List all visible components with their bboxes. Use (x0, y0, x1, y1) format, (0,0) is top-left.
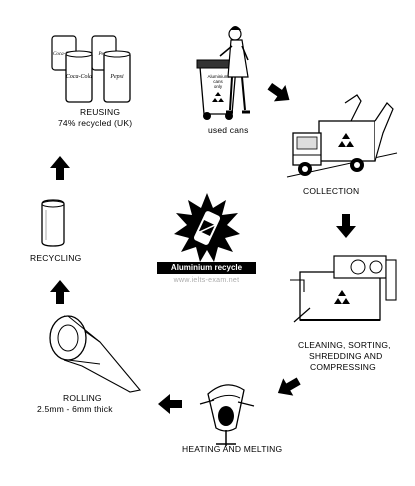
collection-truck-illustration (286, 94, 398, 178)
watermark: www.ielts-exam.net (173, 277, 240, 284)
arrow-to-cleaning-icon (336, 214, 356, 238)
diagram-title: Aluminium recycle (157, 262, 256, 274)
heating-crucible-illustration (199, 384, 255, 446)
label-rolling-detail: 2.5mm - 6mm thick (37, 404, 113, 414)
bin-text-line-1: Aluminium (207, 74, 228, 79)
label-heating: HEATING AND MELTING (182, 444, 283, 454)
label-reusing: REUSING (80, 107, 121, 117)
recycled-can-illustration (41, 199, 65, 247)
can-brand-text: Coca-Cola (53, 52, 75, 57)
aluminium-roll-illustration (49, 315, 142, 393)
can-brand-text: Coca-Cola (66, 74, 92, 80)
bin-text-line-3: only (214, 84, 223, 89)
label-reusing-detail: 74% recycled (UK) (58, 118, 133, 128)
label-cleaning-line-2: SHREDDING AND (309, 351, 383, 361)
can-bottom-left: Coca-Cola (65, 50, 93, 103)
label-recycling: RECYCLING (30, 253, 82, 263)
bin-text-line-2: cans (213, 79, 223, 84)
arrow-to-rolling-icon (158, 394, 182, 414)
can-icon (193, 211, 221, 245)
cleaning-machine-illustration (290, 255, 397, 323)
label-rolling: ROLLING (63, 393, 102, 403)
arrow-to-recycling-icon (50, 280, 70, 304)
label-cleaning-line-3: COMPRESSING (310, 362, 376, 372)
label-used-cans: used cans (208, 125, 249, 135)
starburst-icon (174, 193, 240, 262)
new-cans-illustration: Coca-Cola Pepsi Coca-Cola Pepsi (51, 35, 131, 103)
label-collection: COLLECTION (303, 186, 360, 196)
arrow-to-reusing-icon (50, 156, 70, 180)
person-with-bin-illustration: Aluminium cans only (196, 26, 250, 120)
can-bottom-right: Pepsi (103, 50, 131, 103)
can-brand-text: Pepsi (109, 74, 124, 80)
label-cleaning-line-1: CLEANING, SORTING, (298, 340, 391, 350)
arrow-to-heating-icon (272, 372, 304, 402)
